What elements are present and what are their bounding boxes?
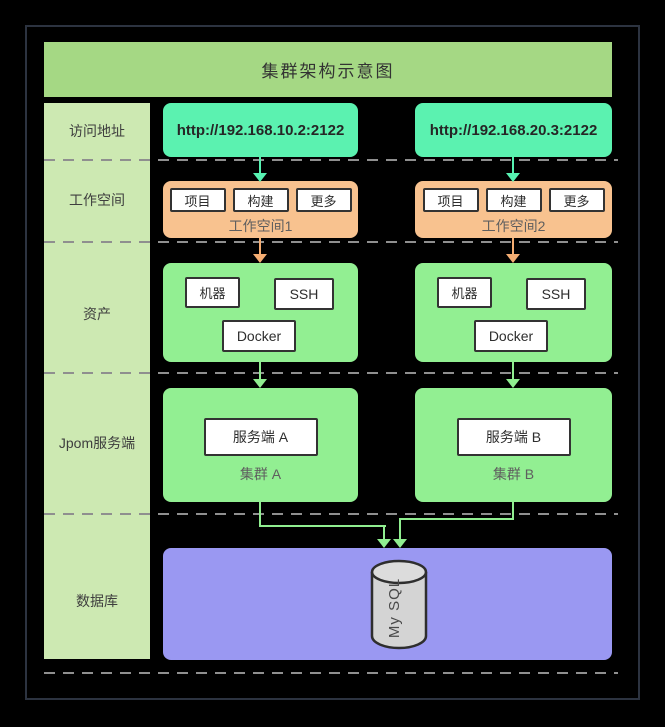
section-divider	[44, 513, 618, 515]
connector-workspace-to-assets-1	[259, 238, 261, 255]
arrow-down-icon	[506, 173, 520, 182]
connector-cluster-b-to-db	[512, 502, 514, 520]
section-divider	[44, 159, 618, 161]
sidebar: 访问地址 工作空间 资产 Jpom服务端 数据库	[44, 103, 150, 659]
connector-assets-to-cluster-1	[259, 362, 261, 380]
server-node-a: 服务端 A	[203, 418, 318, 456]
connector-cluster-b-to-db	[399, 518, 401, 540]
sidebar-label-database: 数据库	[76, 593, 118, 609]
cluster-label-a: 集群 A	[239, 466, 282, 482]
workspace-box-2: 项目 构建 更多 工作空间2	[415, 181, 612, 238]
workspace-button-row: 项目 构建 更多	[163, 188, 358, 212]
sidebar-label-workspace: 工作空间	[69, 192, 125, 208]
workspace-label: 工作空间1	[228, 218, 293, 234]
cluster-box-a: 服务端 A 集群 A	[163, 388, 358, 502]
workspace-box-1: 项目 构建 更多 工作空间1	[163, 181, 358, 238]
assets-box-1: 机器 SSH Docker	[163, 263, 358, 362]
diagram-title: 集群架构示意图	[261, 62, 395, 81]
mysql-database-icon: My SQL	[370, 559, 428, 650]
project-button: 项目	[422, 188, 479, 212]
title-bar: 集群架构示意图	[44, 42, 612, 97]
arrow-down-icon	[393, 539, 407, 548]
sidebar-label-jpom-server: Jpom服务端	[58, 435, 136, 451]
access-url-box-2: http://192.168.20.3:2122	[415, 103, 612, 157]
more-button: 更多	[548, 188, 605, 212]
assets-box-2: 机器 SSH Docker	[415, 263, 612, 362]
connector-cluster-a-to-db	[259, 502, 261, 527]
ssh-node: SSH	[274, 278, 334, 310]
docker-node: Docker	[474, 320, 548, 352]
machine-node: 机器	[437, 277, 492, 308]
database-box: My SQL	[163, 548, 612, 660]
cluster-box-b: 服务端 B 集群 B	[415, 388, 612, 502]
arrow-down-icon	[253, 379, 267, 388]
arrow-down-icon	[253, 173, 267, 182]
connector-cluster-b-to-db	[399, 518, 514, 520]
arrow-down-icon	[377, 539, 391, 548]
build-button: 构建	[232, 188, 289, 212]
section-divider	[44, 672, 618, 674]
connector-cluster-a-to-db	[259, 525, 386, 527]
connector-url-to-workspace-2	[512, 157, 514, 174]
arrow-down-icon	[253, 254, 267, 263]
arrow-down-icon	[506, 254, 520, 263]
more-button: 更多	[295, 188, 352, 212]
connector-cluster-a-to-db	[383, 525, 385, 540]
mysql-label: My SQL	[386, 578, 403, 638]
build-button: 构建	[485, 188, 542, 212]
project-button: 项目	[169, 188, 226, 212]
machine-node: 机器	[185, 277, 240, 308]
connector-workspace-to-assets-2	[512, 238, 514, 255]
cluster-label-b: 集群 B	[492, 466, 535, 482]
section-divider	[44, 241, 618, 243]
access-url-box-1: http://192.168.10.2:2122	[163, 103, 358, 157]
sidebar-label-access-url: 访问地址	[69, 123, 125, 139]
server-node-b: 服务端 B	[456, 418, 571, 456]
ssh-node: SSH	[526, 278, 586, 310]
workspace-button-row: 项目 构建 更多	[415, 188, 612, 212]
sidebar-label-assets: 资产	[83, 306, 111, 322]
workspace-label: 工作空间2	[481, 218, 546, 234]
section-divider	[44, 372, 618, 374]
outer-frame	[25, 25, 640, 700]
connector-assets-to-cluster-2	[512, 362, 514, 380]
arrow-down-icon	[506, 379, 520, 388]
docker-node: Docker	[222, 320, 296, 352]
connector-url-to-workspace-1	[259, 157, 261, 174]
